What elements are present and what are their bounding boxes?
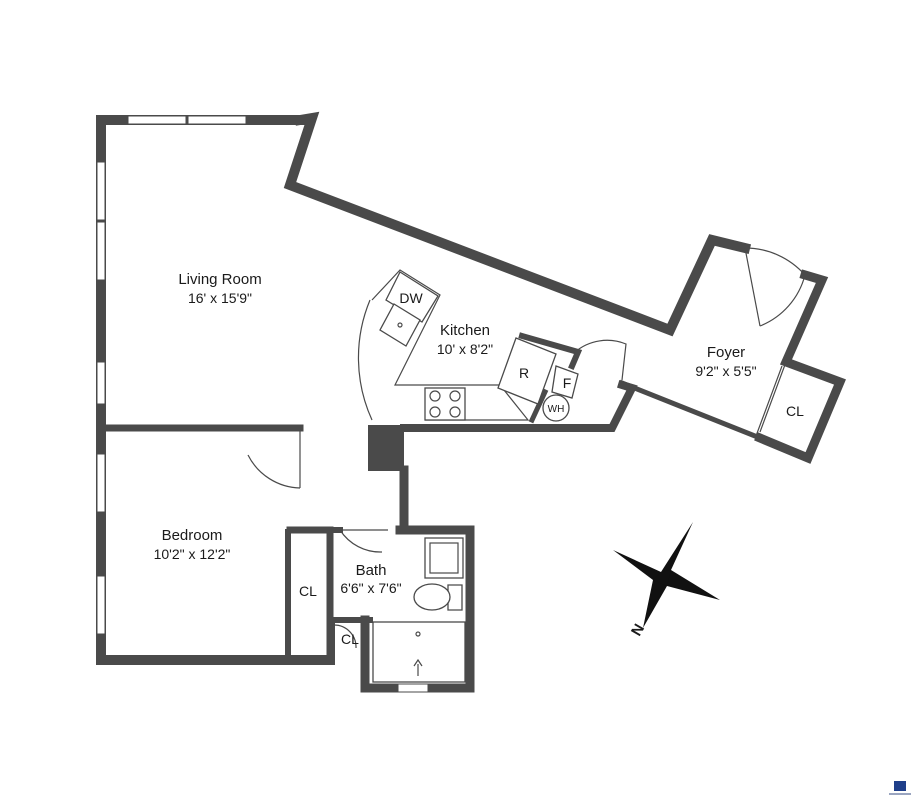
- door-bath-closet: [333, 624, 357, 649]
- window-living-left-1: [96, 161, 106, 221]
- freezer: [551, 365, 579, 399]
- room-name-bath: Bath: [356, 562, 387, 579]
- labels: Living Room 16' x 15'9" Kitchen 10' x 8'…: [154, 271, 805, 647]
- window-living-left-2: [96, 221, 106, 281]
- label-refrigerator: R: [519, 365, 529, 381]
- room-name-bedroom: Bedroom: [162, 527, 223, 544]
- label-water-heater: WH: [548, 404, 565, 415]
- window-bath: [397, 683, 429, 693]
- window-living-top-2: [187, 115, 247, 125]
- refrigerator: [497, 337, 557, 405]
- sink-drain: [397, 322, 403, 328]
- window-living-top-1: [127, 115, 187, 125]
- burner: [449, 406, 461, 418]
- door-foyer-closet: [755, 361, 787, 437]
- structural-column: [368, 425, 404, 471]
- logo-badge: [889, 781, 911, 795]
- burner: [449, 390, 461, 402]
- burner: [429, 390, 441, 402]
- windows: [96, 115, 429, 693]
- room-dims-bedroom: 10'2" x 12'2": [154, 546, 231, 562]
- shower-head: [413, 658, 423, 676]
- kitchen-counter: [371, 269, 530, 421]
- stove: [424, 387, 466, 421]
- label-closet-foyer: CL: [786, 403, 804, 419]
- room-name-kitchen: Kitchen: [440, 322, 490, 339]
- tub-drain: [415, 631, 421, 637]
- walls: [96, 111, 846, 693]
- room-dims-living: 16' x 15'9": [188, 290, 252, 306]
- room-name-foyer: Foyer: [707, 344, 745, 361]
- bathtub: [372, 621, 466, 683]
- room-dims-kitchen: 10' x 8'2": [437, 341, 493, 357]
- window-living-left-3: [96, 361, 106, 405]
- label-freezer: F: [563, 375, 572, 391]
- label-closet-bedroom: CL: [299, 583, 317, 599]
- burner: [429, 406, 441, 418]
- bath-fixtures: [372, 537, 466, 683]
- room-dims-bath: 6'6" x 7'6": [340, 580, 401, 596]
- door-utility: [574, 339, 627, 381]
- kitchen-sink: [379, 303, 421, 347]
- toilet-bowl: [413, 583, 451, 611]
- water-heater: [542, 394, 570, 422]
- door-entry: [744, 247, 806, 327]
- door-bath: [338, 529, 388, 553]
- window-bedroom-left-1: [96, 453, 106, 513]
- room-name-living: Living Room: [178, 271, 261, 288]
- window-bedroom-left-2: [96, 575, 106, 635]
- kitchen-opening-arc: [357, 299, 373, 421]
- logo-icon: [894, 781, 906, 791]
- toilet: [447, 584, 463, 611]
- room-dims-foyer: 9'2" x 5'5": [695, 363, 756, 379]
- door-bedroom: [247, 428, 301, 489]
- doors: [247, 247, 806, 649]
- vanity: [424, 537, 464, 579]
- label-closet-bath: CL: [341, 631, 359, 647]
- label-dishwasher: DW: [399, 290, 423, 306]
- vanity-basin: [429, 542, 459, 574]
- compass: [613, 522, 720, 628]
- kitchen-fixtures: [371, 269, 579, 422]
